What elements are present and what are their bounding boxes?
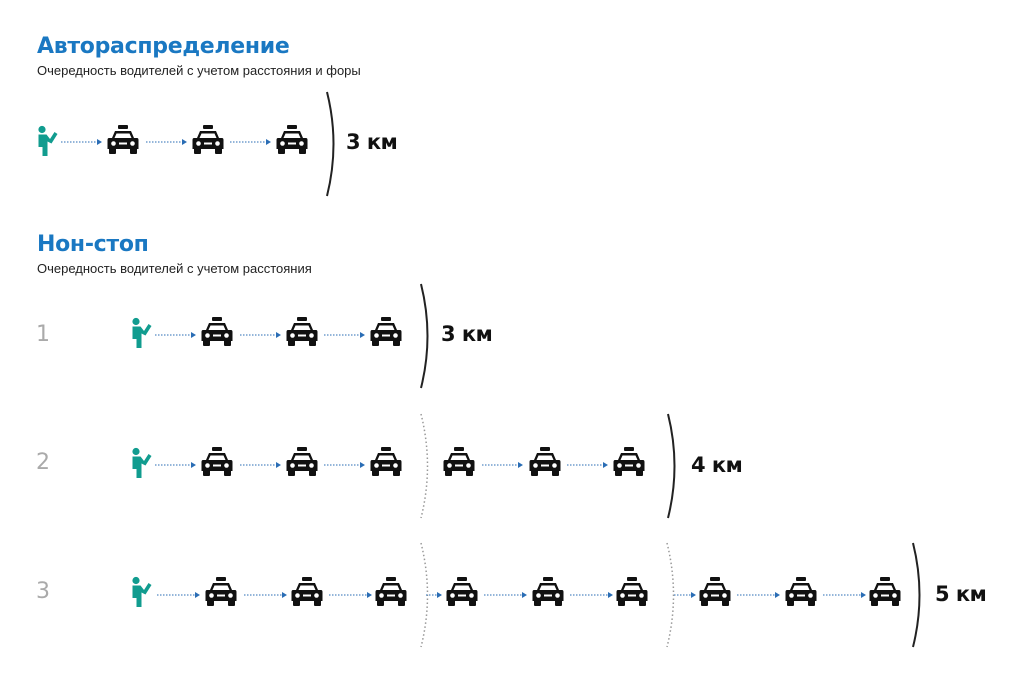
row-number: 3 (36, 579, 50, 604)
distance-label: 3 км (346, 130, 398, 154)
distance-label: 4 км (691, 453, 743, 477)
row-number: 2 (36, 450, 50, 475)
dotted-arrow (674, 592, 696, 598)
taxi-icon (785, 577, 817, 606)
dotted-arrow (426, 592, 442, 598)
taxi-icon (107, 125, 139, 154)
taxi-icon (613, 447, 645, 476)
dotted-arrow (570, 592, 613, 598)
taxi-icon (205, 577, 237, 606)
taxi-icon (291, 577, 323, 606)
dotted-arrow (230, 139, 271, 145)
taxi-icon (446, 577, 478, 606)
radius-boundary-solid (420, 283, 429, 389)
dotted-arrow (155, 462, 196, 468)
radius-boundary-solid (326, 91, 335, 197)
radius-boundary-dotted (420, 413, 429, 519)
section-subtitle-auto: Очередность водителей с учетом расстояни… (37, 63, 361, 78)
taxi-icon (201, 317, 233, 346)
dotted-arrow (155, 332, 196, 338)
radius-boundary-solid (667, 413, 676, 519)
radius-boundary-dotted (666, 542, 675, 648)
section-subtitle-nonstop: Очередность водителей с учетом расстояни… (37, 261, 312, 276)
taxi-icon (370, 447, 402, 476)
dotted-arrow (482, 462, 523, 468)
row-number: 1 (36, 322, 50, 347)
taxi-icon (529, 447, 561, 476)
taxi-icon (699, 577, 731, 606)
taxi-icon (532, 577, 564, 606)
distance-label: 3 км (441, 322, 493, 346)
radius-boundary-solid (912, 542, 921, 648)
taxi-icon (286, 317, 318, 346)
dotted-arrow (240, 462, 281, 468)
section-title-nonstop: Нон-стоп (37, 232, 149, 257)
dotted-arrow (244, 592, 287, 598)
dotted-arrow (157, 592, 200, 598)
dotted-arrow (324, 462, 365, 468)
taxi-icon (375, 577, 407, 606)
taxi-icon (443, 447, 475, 476)
taxi-icon (276, 125, 308, 154)
taxi-icon (370, 317, 402, 346)
taxi-icon (192, 125, 224, 154)
taxi-icon (869, 577, 901, 606)
person-hailing-icon (132, 447, 152, 478)
dotted-arrow (567, 462, 608, 468)
person-hailing-icon (38, 125, 58, 156)
dotted-arrow (146, 139, 187, 145)
dotted-arrow (324, 332, 365, 338)
taxi-icon (201, 447, 233, 476)
distance-label: 5 км (935, 582, 987, 606)
dotted-arrow (484, 592, 527, 598)
dotted-arrow (61, 139, 102, 145)
dotted-arrow (737, 592, 780, 598)
dotted-arrow (329, 592, 372, 598)
dotted-arrow (240, 332, 281, 338)
taxi-icon (286, 447, 318, 476)
person-hailing-icon (132, 317, 152, 348)
taxi-icon (616, 577, 648, 606)
person-hailing-icon (132, 576, 152, 607)
section-title-auto: Автораспределение (37, 34, 290, 59)
dotted-arrow (823, 592, 866, 598)
